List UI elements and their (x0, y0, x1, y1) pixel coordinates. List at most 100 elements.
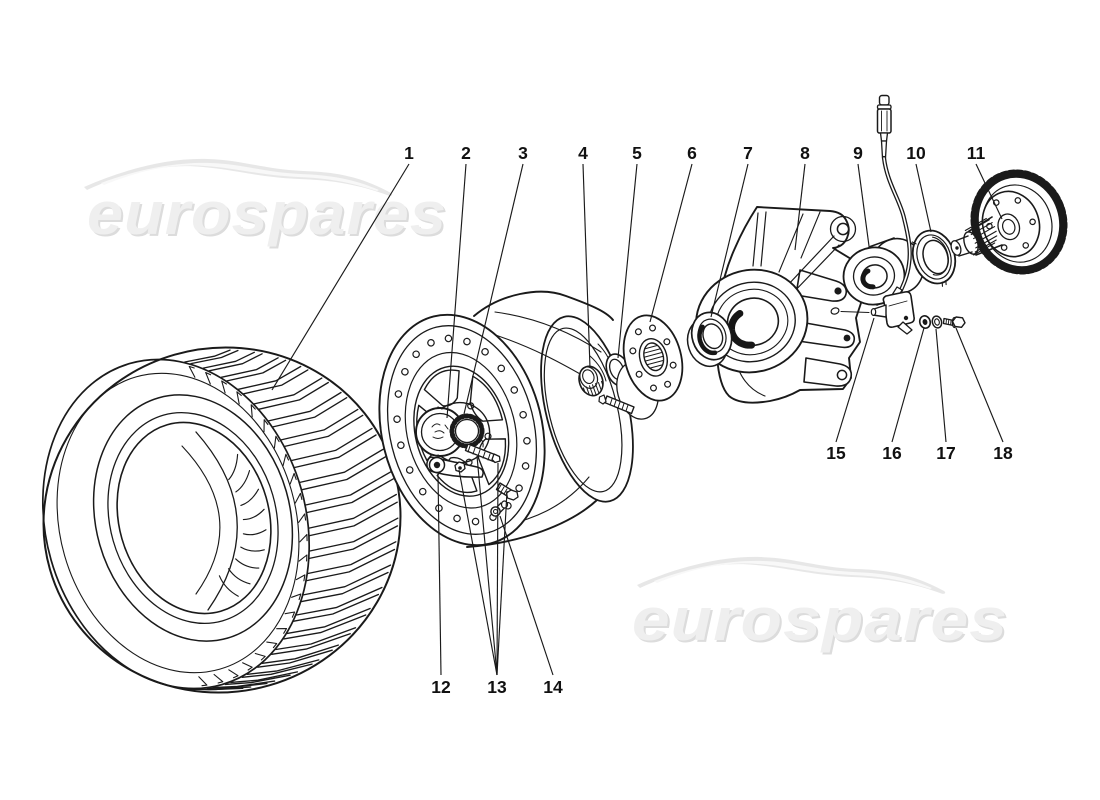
shading-arc (727, 309, 756, 349)
detail-line (974, 230, 997, 244)
flange-bolt-holes (629, 324, 677, 392)
rim-barrel-line (589, 355, 607, 382)
callout-15: 15 (826, 443, 846, 463)
tire-bead-opening (116, 421, 272, 615)
detail-path (242, 662, 253, 671)
detail-line (503, 488, 508, 495)
stud-hex-tip (491, 453, 501, 464)
rim-hole (471, 517, 480, 526)
carrier-arm-low (797, 321, 856, 349)
shading-arc (697, 324, 718, 356)
foot-hole (836, 369, 848, 381)
detail-path (240, 546, 265, 552)
detail-path (253, 377, 323, 405)
detail-line (591, 384, 597, 396)
detail-path (309, 517, 399, 552)
detail-path (261, 644, 339, 664)
detail-path (228, 669, 239, 679)
rim-hole (393, 415, 401, 423)
detail-path (290, 427, 373, 462)
detail-path (184, 349, 231, 363)
detail-path (299, 448, 384, 484)
detail-line (625, 404, 629, 412)
callout-13: 13 (487, 677, 507, 697)
detail-line (643, 348, 661, 354)
flange-splined-bore (643, 344, 665, 369)
detail-path (271, 633, 351, 655)
stud-threads (467, 445, 508, 495)
flange-hole (649, 324, 657, 332)
detail-path (305, 470, 393, 506)
detail-path (284, 611, 296, 618)
detail-line (967, 219, 990, 233)
rim-hole (401, 367, 409, 376)
leader-line-13 (496, 490, 508, 676)
flange-face-holes (986, 197, 1036, 251)
flange-face-hole (1000, 244, 1008, 251)
watermark-top: eurospares eurospares (87, 180, 448, 249)
detail-path (283, 614, 367, 640)
detail-path (224, 674, 291, 686)
wheel-rim (378, 290, 634, 548)
drive-flange-phonic-wheel (950, 169, 1068, 275)
detail-line (621, 403, 625, 410)
watermark-bottom: eurospares eurospares (632, 586, 1009, 655)
splined-shaft (950, 216, 1003, 257)
callout-12: 12 (431, 677, 451, 697)
detail-path (188, 687, 244, 691)
detail-path (190, 349, 239, 365)
callout-1: 1 (404, 143, 414, 163)
detail-path (306, 478, 395, 514)
callout-18: 18 (993, 443, 1013, 463)
shading-arc (932, 236, 949, 276)
detail-path (308, 501, 398, 537)
callout-2: 2 (461, 143, 471, 163)
flange-hole (635, 370, 643, 378)
sensor-fasteners (918, 315, 966, 329)
detail-path (300, 571, 389, 603)
leader-line-1 (271, 163, 410, 391)
detail-path (188, 365, 196, 378)
washer-17 (931, 315, 943, 329)
leader-line-5 (617, 163, 638, 359)
detail-path (218, 575, 239, 597)
detail-path (298, 554, 308, 562)
bearing-ring (911, 229, 957, 287)
tire-shoulder-blocks (188, 365, 308, 687)
detail-path (469, 375, 504, 422)
arm-mid-hole (834, 287, 842, 295)
flange-hole (649, 384, 657, 392)
detail-path (236, 391, 242, 405)
flange-face-hole (992, 199, 1000, 206)
callout-7: 7 (743, 143, 753, 163)
rim-hole (510, 386, 519, 394)
hub-stud-tip (598, 394, 607, 405)
detail-line (500, 486, 505, 493)
rim-hole (481, 347, 489, 356)
detail-line (964, 217, 987, 232)
detail-path (289, 472, 297, 485)
callout-10: 10 (906, 143, 926, 163)
detail-line (482, 451, 486, 459)
detail-line (617, 401, 621, 409)
spline-ring (449, 413, 485, 449)
detail-path (299, 533, 308, 543)
detail-path (263, 419, 269, 433)
detail-path (301, 455, 387, 491)
detail-line (613, 400, 617, 407)
detail-path (423, 369, 460, 407)
detail-line (941, 281, 944, 287)
detail-path (282, 453, 290, 467)
detail-line (597, 382, 602, 391)
detail-path (293, 434, 377, 469)
abs-sensor (870, 286, 915, 335)
detail-line (472, 447, 476, 455)
detail-path (275, 627, 357, 651)
hub-small-parts (578, 314, 684, 420)
detail-path (213, 673, 224, 684)
rim-hole (521, 462, 530, 470)
callout-4: 4 (578, 143, 588, 163)
detail-path (246, 659, 320, 675)
